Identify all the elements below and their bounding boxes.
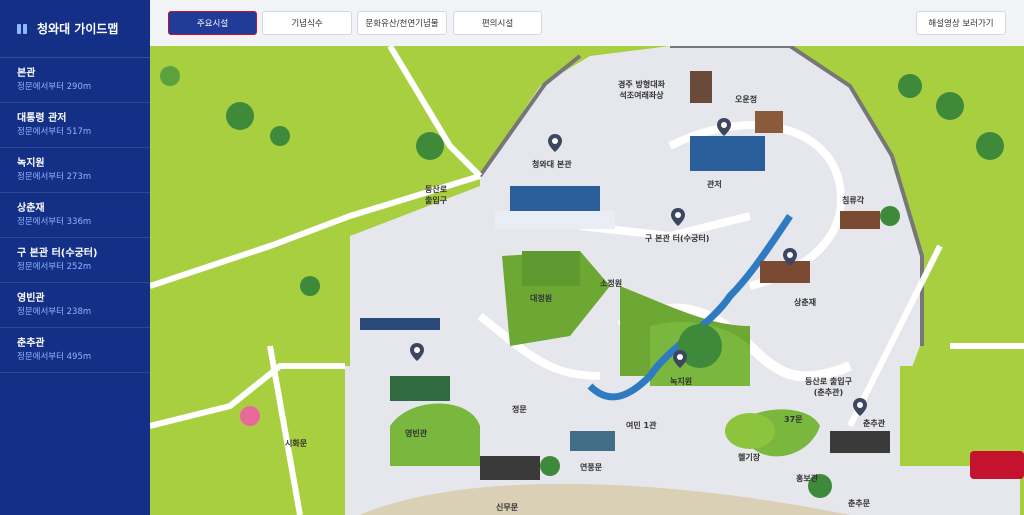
sidebar-item-name: 녹지원 bbox=[17, 158, 45, 169]
label-yeonmin-1[interactable]: 여민 1관 bbox=[626, 421, 657, 430]
sidebar-item-sangchunjae[interactable]: 상춘재 정문에서부터 336m bbox=[0, 193, 150, 238]
label-jeongmun[interactable]: 정문 bbox=[512, 405, 527, 414]
label-sangchunjae[interactable]: 상춘재 bbox=[794, 298, 817, 307]
sidebar-item-distance: 정문에서부터 273m bbox=[17, 172, 92, 182]
sidebar-item-name: 본관 bbox=[17, 68, 36, 79]
sidebar-item-old-main-site[interactable]: 구 본관 터(수궁터) 정문에서부터 252m bbox=[0, 238, 150, 283]
label-helipad[interactable]: 헬기장 bbox=[738, 453, 761, 462]
video-guide-button[interactable]: 해설영상 보러가기 bbox=[916, 11, 1006, 35]
tab-memorial-trees[interactable]: 기념식수 bbox=[262, 11, 352, 35]
sidebar-item-residence[interactable]: 대통령 관저 정문에서부터 517m bbox=[0, 103, 150, 148]
label-oojeong[interactable]: 오운정 bbox=[735, 95, 758, 104]
map-pin-icon[interactable] bbox=[410, 343, 424, 361]
label-daejeongwon[interactable]: 대정원 bbox=[530, 294, 553, 303]
sidebar-item-chunchugwan[interactable]: 춘추관 정문에서부터 495m bbox=[0, 328, 150, 373]
sidebar-item-distance: 정문에서부터 517m bbox=[17, 127, 92, 137]
label-sojeongwon[interactable]: 소정원 bbox=[600, 279, 623, 288]
label-hiking-entrance-chunchu[interactable]: 등산로 출입구 (춘추관) bbox=[805, 377, 852, 397]
map-pin-icon[interactable] bbox=[673, 350, 687, 368]
sidebar-item-name: 구 본관 터(수궁터) bbox=[17, 248, 98, 259]
sidebar: 청와대 가이드맵 본관 정문에서부터 290m 대통령 관저 정문에서부터 51… bbox=[0, 0, 150, 515]
tab-cultural-heritage[interactable]: 문화유산/천연기념물 bbox=[357, 11, 447, 35]
app-title-text: 청와대 가이드맵 bbox=[37, 22, 119, 36]
label-residence[interactable]: 관저 bbox=[707, 180, 722, 189]
map-pin-icon[interactable] bbox=[853, 398, 867, 416]
label-nokjiwon[interactable]: 녹지원 bbox=[670, 377, 693, 386]
map-pin-icon[interactable] bbox=[671, 208, 685, 226]
sidebar-item-name: 춘추관 bbox=[17, 338, 45, 349]
label-gate-37[interactable]: 37문 bbox=[784, 415, 803, 424]
sidebar-item-distance: 정문에서부터 238m bbox=[17, 307, 92, 317]
map-book-icon bbox=[17, 23, 29, 35]
label-main-hall[interactable]: 청와대 본관 bbox=[532, 160, 572, 169]
label-chunchumun[interactable]: 춘추문 bbox=[848, 499, 871, 508]
sidebar-item-nokjiwon[interactable]: 녹지원 정문에서부터 273m bbox=[0, 148, 150, 193]
sidebar-item-distance: 정문에서부터 495m bbox=[17, 352, 92, 362]
sidebar-item-distance: 정문에서부터 252m bbox=[17, 262, 92, 272]
label-chunchugwan[interactable]: 춘추관 bbox=[863, 419, 886, 428]
map-pin-icon[interactable] bbox=[717, 118, 731, 136]
guide-map[interactable]: 경주 방형대좌 석조여래좌상 오운정 청와대 본관 관저 침류각 등산로 출입구… bbox=[150, 46, 1024, 515]
label-sinmumun[interactable]: 신무문 bbox=[496, 503, 519, 512]
label-yeonpungmun[interactable]: 연풍문 bbox=[580, 463, 603, 472]
sidebar-item-main-hall[interactable]: 본관 정문에서부터 290m bbox=[0, 58, 150, 103]
app-title: 청와대 가이드맵 bbox=[0, 0, 150, 58]
map-pin-icon[interactable] bbox=[783, 248, 797, 266]
tab-main-facilities[interactable]: 주요시설 bbox=[168, 11, 257, 35]
top-bar: 주요시설 기념식수 문화유산/천연기념물 편의시설 해설영상 보러가기 bbox=[150, 0, 1024, 46]
label-hiking-entrance[interactable]: 등산로 출입구 bbox=[425, 185, 448, 205]
tab-amenities[interactable]: 편의시설 bbox=[453, 11, 542, 35]
sidebar-item-name: 상춘재 bbox=[17, 203, 45, 214]
label-chimryugak[interactable]: 침류각 bbox=[842, 196, 865, 205]
map-pin-icon[interactable] bbox=[548, 134, 562, 152]
sidebar-item-name: 대통령 관저 bbox=[17, 113, 67, 124]
sidebar-item-name: 영빈관 bbox=[17, 293, 45, 304]
sidebar-item-distance: 정문에서부터 336m bbox=[17, 217, 92, 227]
sidebar-item-yeongbingwan[interactable]: 영빈관 정문에서부터 238m bbox=[0, 283, 150, 328]
map-illustration bbox=[150, 46, 1024, 515]
label-hongbogwan[interactable]: 홍보관 bbox=[796, 474, 819, 483]
label-old-main-site[interactable]: 구 본관 터(수궁터) bbox=[645, 234, 710, 243]
label-sihwamun[interactable]: 시화문 bbox=[285, 439, 308, 448]
label-buddha-statue[interactable]: 경주 방형대좌 석조여래좌상 bbox=[618, 80, 665, 100]
sidebar-item-distance: 정문에서부터 290m bbox=[17, 82, 92, 92]
label-yeongbingwan[interactable]: 영빈관 bbox=[405, 429, 428, 438]
